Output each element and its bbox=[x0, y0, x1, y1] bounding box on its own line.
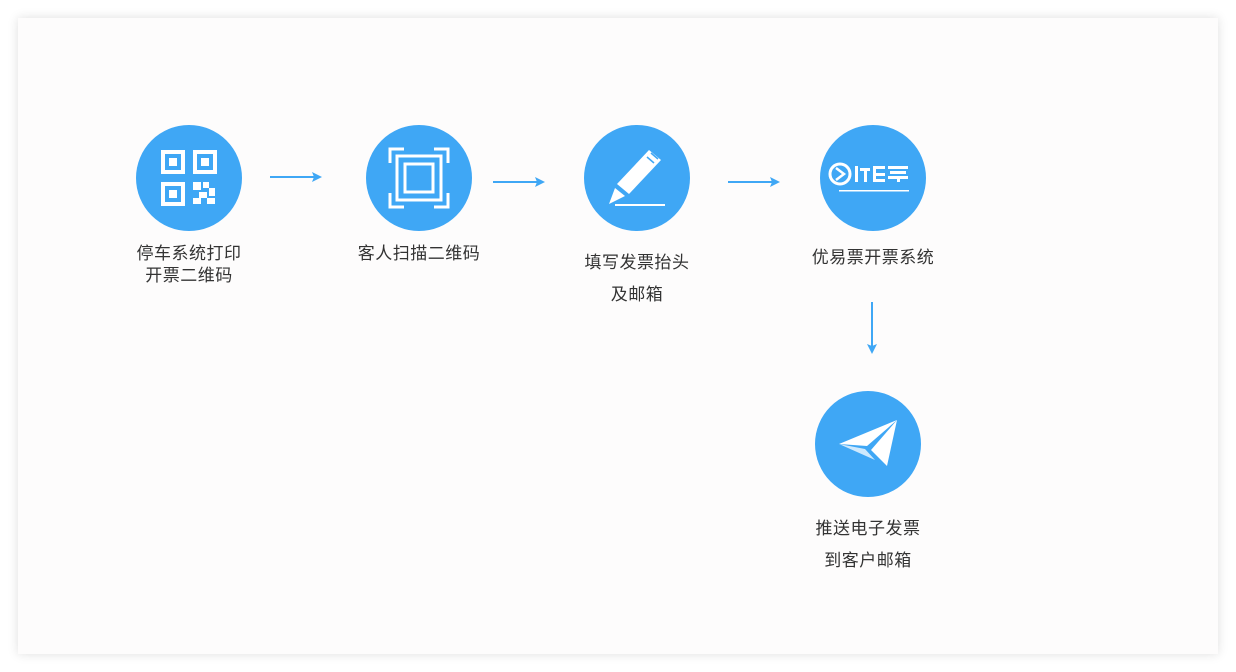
step-fill-invoice-title: 填写发票抬头 及邮箱 bbox=[547, 125, 727, 311]
step-label-line: 推送电子发票 bbox=[815, 519, 921, 539]
step-print-qr: 停车系统打印 开票二维码 bbox=[99, 125, 279, 287]
youepiao-logo-icon bbox=[820, 125, 926, 231]
arrow-down-icon bbox=[867, 302, 877, 354]
paper-plane-icon bbox=[815, 391, 921, 497]
arrow-right-icon bbox=[493, 177, 545, 187]
arrow-right-icon bbox=[728, 177, 780, 187]
scan-frame-icon bbox=[366, 125, 472, 231]
pen-icon bbox=[584, 125, 690, 231]
step-label: 优易票开票系统 bbox=[783, 247, 963, 269]
step-label: 停车系统打印 开票二维码 bbox=[99, 243, 279, 287]
step-label: 客人扫描二维码 bbox=[329, 243, 509, 265]
step-scan-qr: 客人扫描二维码 bbox=[329, 125, 509, 265]
arrow-right-icon bbox=[270, 172, 322, 182]
step-label: 填写发票抬头 及邮箱 bbox=[547, 247, 727, 311]
step-invoice-system: 优易票开票系统 bbox=[783, 125, 963, 269]
step-label-line: 优易票开票系统 bbox=[811, 248, 935, 268]
step-label-line: 填写发票抬头 bbox=[584, 253, 690, 273]
step-label-line: 到客户邮箱 bbox=[824, 551, 912, 571]
step-label-line: 开票二维码 bbox=[145, 266, 233, 286]
qr-code-icon bbox=[136, 125, 242, 231]
step-push-invoice: 推送电子发票 到客户邮箱 bbox=[778, 391, 958, 577]
step-label-line: 及邮箱 bbox=[610, 285, 664, 305]
step-label: 推送电子发票 到客户邮箱 bbox=[778, 513, 958, 577]
flow-diagram: 停车系统打印 开票二维码 客人扫描二维码 bbox=[18, 18, 1218, 654]
step-label-line: 停车系统打印 bbox=[136, 244, 242, 264]
step-label-line: 客人扫描二维码 bbox=[357, 244, 481, 264]
